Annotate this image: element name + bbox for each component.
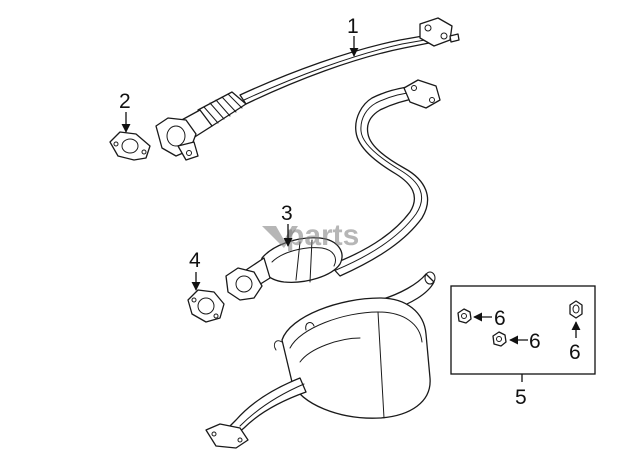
leader-lines — [121, 36, 581, 345]
bolt-icon[interactable] — [569, 300, 583, 319]
callout-6-bolt: 6 — [569, 341, 581, 364]
callout-4: 4 — [189, 249, 201, 272]
front-pipe-gasket[interactable] — [109, 131, 151, 161]
nut-icon[interactable] — [457, 308, 472, 324]
callout-6-upper-nut: 6 — [494, 307, 506, 330]
watermark-text: parts — [286, 219, 359, 252]
callout-1: 1 — [347, 15, 359, 38]
callout-6-lower-nut: 6 — [529, 330, 541, 353]
callout-2: 2 — [119, 90, 131, 113]
nut-icon[interactable] — [492, 331, 507, 347]
callout-5: 5 — [515, 386, 527, 409]
vparts-watermark: parts — [262, 219, 359, 252]
muffler-assembly[interactable] — [205, 271, 436, 449]
front-exhaust-pipe[interactable] — [155, 17, 460, 161]
hardware-kit-box[interactable] — [450, 285, 596, 382]
catalytic-converter[interactable] — [225, 79, 441, 301]
callout-3: 3 — [281, 202, 293, 225]
converter-gasket[interactable] — [187, 289, 225, 323]
